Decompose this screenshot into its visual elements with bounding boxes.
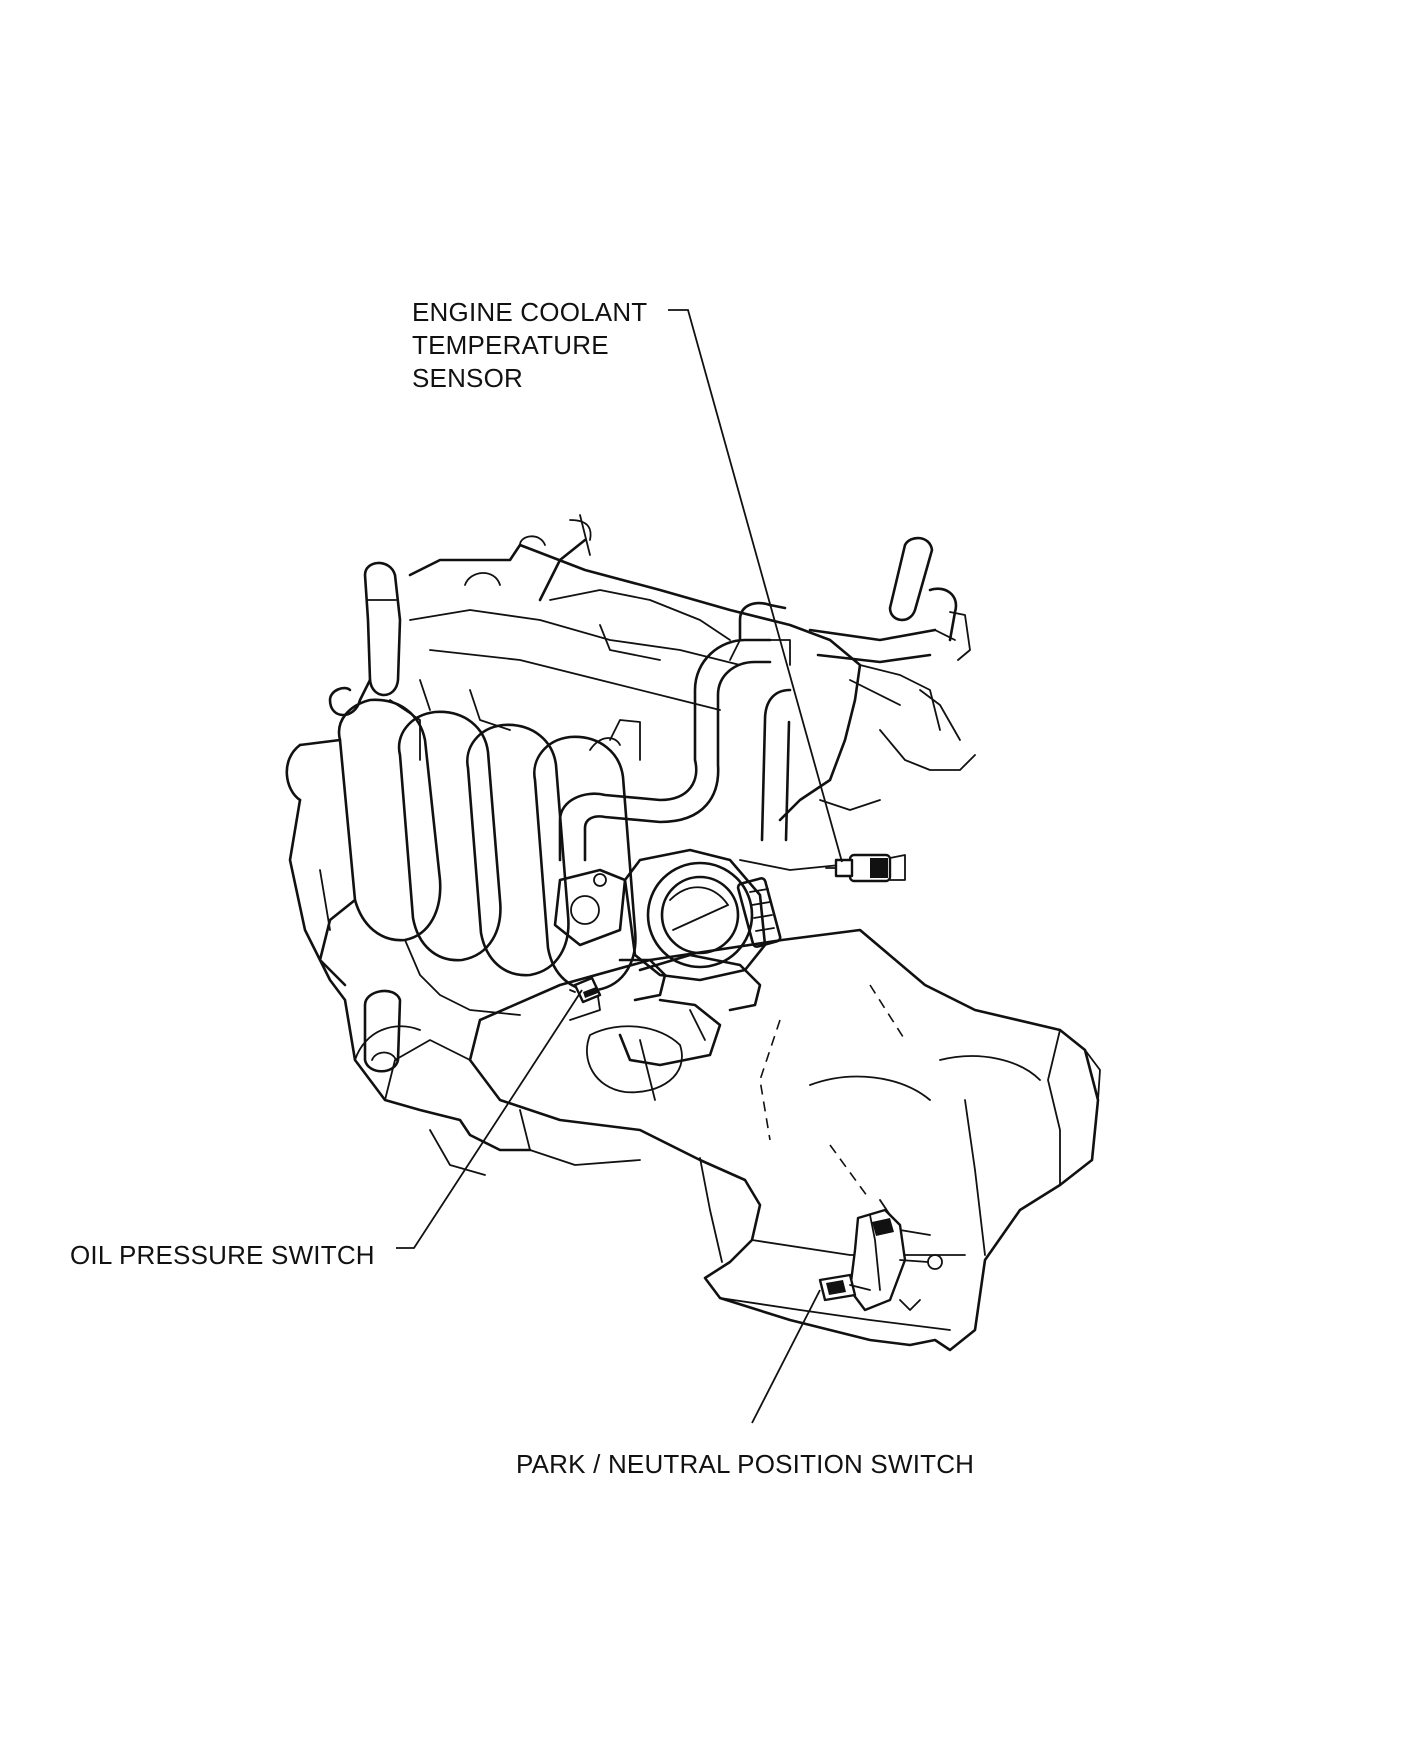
label-line: TEMPERATURE xyxy=(412,330,609,360)
engine-block xyxy=(285,743,532,1176)
park-neutral-switch-icon xyxy=(818,1208,943,1312)
leader-line-pnp xyxy=(751,1289,821,1424)
oil-pressure-switch-icon xyxy=(569,976,602,1004)
cylinder-head xyxy=(389,514,976,822)
park-neutral-position-switch-label: PARK / NEUTRAL POSITION SWITCH xyxy=(516,1449,975,1479)
intake-manifold xyxy=(298,698,641,1021)
leader-line-coolant xyxy=(668,309,843,863)
oil-pressure-switch-label: OIL PRESSURE SWITCH xyxy=(70,1240,375,1270)
upper-hoses xyxy=(558,536,971,871)
throttle-body xyxy=(553,848,782,1067)
leader-line-oil xyxy=(396,989,583,1249)
left-hose xyxy=(328,561,402,717)
transaxle xyxy=(468,928,1101,1352)
label-line: SENSOR xyxy=(412,363,524,393)
coolant-sensor-icon xyxy=(825,853,906,883)
leader-lines xyxy=(396,309,843,1424)
label-line: ENGINE COOLANT xyxy=(412,297,648,327)
engine-coolant-temperature-sensor-label: ENGINE COOLANT TEMPERATURE SENSOR xyxy=(412,296,647,395)
